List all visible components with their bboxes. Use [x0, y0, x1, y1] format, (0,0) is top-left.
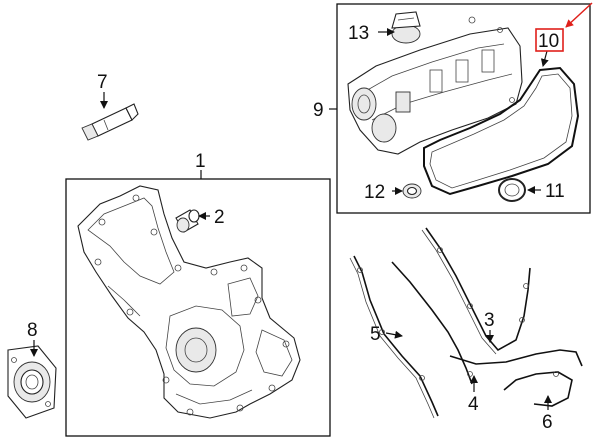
callout-11: 11: [545, 181, 565, 202]
callout-13: 13: [348, 23, 369, 44]
callout-9: 9: [313, 100, 324, 121]
dowel-sleeve-illustration: [175, 209, 200, 233]
valve-cover-illustration: [347, 16, 523, 155]
seal-ring-illustration: [498, 178, 526, 202]
callout-12: 12: [364, 182, 385, 203]
seal-plate-illustration: [7, 345, 57, 419]
leader-lines: [30, 28, 552, 410]
callout-10-pointer-arrow: [565, 2, 593, 28]
callout-6: 6: [542, 412, 553, 433]
small-seal-illustration: [402, 183, 422, 199]
timing-gaskets-illustration: [349, 227, 583, 419]
valve-cover-gasket-illustration: [423, 66, 580, 196]
timing-cover-frame: [65, 178, 331, 437]
callout-1: 1: [195, 151, 206, 172]
callout-10: 10: [538, 31, 559, 52]
timing-cover-illustration: [77, 185, 301, 419]
callout-10-highlight-box: [535, 28, 564, 52]
callout-7: 7: [97, 72, 108, 93]
sealant-tube-illustration: [81, 103, 139, 141]
callout-2: 2: [214, 207, 225, 228]
callout-8: 8: [27, 320, 38, 341]
callout-5: 5: [370, 324, 381, 345]
oil-cap-illustration: [391, 11, 421, 44]
callout-3: 3: [484, 310, 495, 331]
callout-4: 4: [468, 394, 479, 415]
